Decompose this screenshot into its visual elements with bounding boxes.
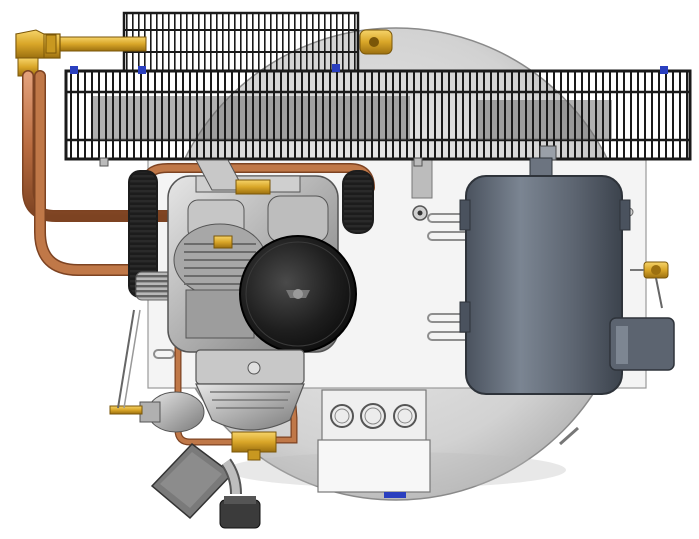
check-valve-assembly bbox=[109, 309, 205, 433]
crankcase bbox=[195, 349, 305, 431]
electric-motor bbox=[459, 157, 675, 395]
pressure-switch-box bbox=[317, 389, 579, 498]
drain-valve bbox=[150, 431, 277, 529]
air-filter bbox=[239, 235, 357, 353]
belt-guard-cage bbox=[64, 11, 692, 167]
safety-valve bbox=[630, 261, 669, 309]
brass-elbow-fitting bbox=[15, 29, 393, 77]
